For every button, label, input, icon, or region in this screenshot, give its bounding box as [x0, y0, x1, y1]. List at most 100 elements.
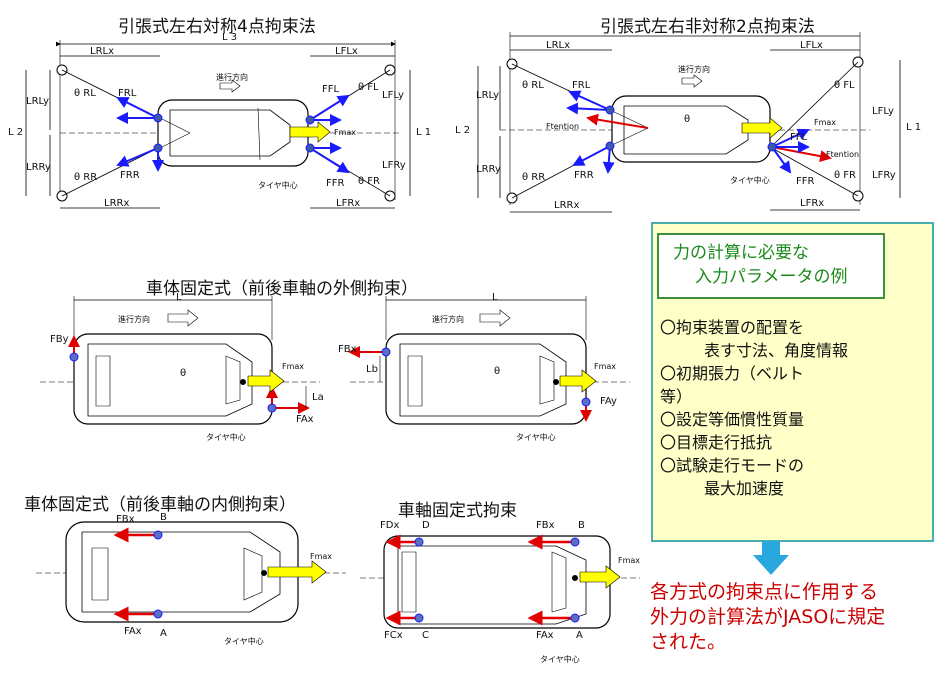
d1-label-frl: FRL [118, 88, 137, 99]
d3-label-tire-left: タイヤ中心 [206, 433, 246, 442]
d2-label-lrlx: LRLx [546, 40, 571, 51]
d5-label-b: B [578, 520, 585, 531]
diagram5-drawing [360, 534, 640, 629]
d5-label-fmax: Fmax [618, 556, 641, 565]
diagram1-drawing [25, 40, 411, 209]
conclusion-line3: された。 [650, 631, 727, 653]
d1-label-lflx: LFLx [335, 46, 358, 57]
d1-label-l2: L 2 [8, 127, 24, 138]
d3-label-fay: FAy [600, 396, 617, 407]
parameter-item: 最大加速度 [704, 479, 785, 498]
d2-label-l2: L 2 [455, 125, 471, 136]
d1-label-lrry: LRRy [26, 162, 51, 173]
d4-label-fbx: FBx [116, 514, 135, 525]
d5-label-fax: FAx [536, 630, 554, 641]
diagram2-drawing [477, 32, 901, 213]
d1-label-direction: 進行方向 [216, 73, 248, 82]
d2-label-ffr: FFR [796, 176, 815, 187]
d3-label-l-left: L [176, 292, 182, 303]
d2-label-frr: FRR [574, 170, 594, 181]
d4-label-fmax: Fmax [310, 552, 333, 561]
d5-label-a: A [576, 630, 583, 641]
d3-label-l-right: L [492, 292, 498, 303]
d2-label-lrly: LRLy [476, 90, 500, 101]
d2-label-lrrx: LRRx [554, 200, 580, 211]
parameter-item: 表す寸法、角度情報 [704, 341, 849, 360]
d2-label-lfrx: LFRx [800, 198, 825, 209]
info-heading-line1: 力の計算に必要な [673, 243, 809, 263]
d2-label-theta-fr: θ FR [834, 170, 856, 181]
d1-label-theta-rl: θ RL [74, 88, 96, 99]
parameter-item: 〇初期張力（ベルト [660, 364, 805, 383]
diagram1-title: 引張式左右対称4点拘束法 [118, 17, 316, 37]
d1-label-theta-fl: θ FL [358, 82, 379, 93]
parameter-item: 〇試験走行モードの [660, 456, 805, 475]
diagram5-title: 車軸固定式拘束 [398, 501, 517, 521]
d1-label-lrly: LRLy [26, 96, 50, 107]
info-heading-line2: 入力パラメータの例 [695, 267, 848, 287]
parameter-info-heading: 力の計算に必要な 入力パラメータの例 [657, 233, 885, 299]
d2-label-fmax: Fmax [814, 118, 837, 127]
d2-label-theta-fl: θ FL [834, 80, 855, 91]
diagram3-right-drawing [348, 296, 630, 425]
d2-label-lflx: LFLx [800, 40, 823, 51]
d1-label-theta-fr: θ FR [358, 176, 380, 187]
d3-label-direction-left: 進行方向 [118, 315, 150, 324]
d2-label-lfry: LFRy [872, 170, 896, 181]
d3-label-fby: FBy [50, 334, 69, 345]
d5-label-d: D [422, 520, 430, 531]
d2-label-theta-rr: θ RR [522, 172, 546, 183]
parameter-item: 等） [660, 387, 693, 406]
diagram4-drawing [36, 521, 346, 623]
d5-label-fdx: FDx [380, 520, 400, 531]
d5-label-c: C [422, 630, 429, 641]
d4-label-b: B [160, 512, 167, 523]
parameter-list: 〇拘束装置の配置を 表す寸法、角度情報 〇初期張力（ベルト 等） 〇設定等価慣性… [660, 316, 930, 500]
d4-label-tire-center: タイヤ中心 [224, 637, 264, 646]
d1-label-lrlx: LRLx [90, 46, 115, 57]
d3-label-direction-right: 進行方向 [432, 315, 464, 324]
d1-label-tire-center: タイヤ中心 [258, 181, 298, 190]
d2-label-l1: L 1 [906, 122, 922, 133]
conclusion-line2: 外力の計算法がJASOに規定 [650, 606, 886, 628]
d4-label-fax: FAx [124, 626, 142, 637]
d1-label-lfrx: LFRx [336, 198, 361, 209]
d1-label-frr: FRR [120, 170, 140, 181]
d3-label-la: La [312, 392, 324, 403]
d2-label-theta: θ [684, 114, 691, 125]
diagram3-title: 車体固定式（前後車軸の外側拘束） [146, 279, 418, 299]
diagram2-title: 引張式左右非対称2点拘束法 [600, 17, 815, 37]
diagram4-title: 車体固定式（前後車軸の内側拘束） [24, 495, 296, 515]
d1-label-lrrx: LRRx [104, 198, 130, 209]
d3-label-theta-left: θ [180, 368, 187, 379]
d1-label-ffr: FFR [326, 178, 345, 189]
d2-label-lrry: LRRy [476, 164, 501, 175]
d3-label-fmax-left: Fmax [282, 362, 305, 371]
d2-label-ftension-rear: Ftention [546, 122, 580, 131]
d2-label-theta-rl: θ RL [522, 80, 544, 91]
down-arrow-icon [753, 541, 789, 575]
d1-label-theta-rr: θ RR [74, 172, 98, 183]
d5-label-fbx: FBx [536, 520, 555, 531]
d3-label-tire-right: タイヤ中心 [516, 433, 556, 442]
diagram3-left-drawing [40, 296, 320, 425]
parameter-item: 〇拘束装置の配置を [660, 318, 805, 337]
conclusion-line1: 各方式の拘束点に作用する [650, 581, 879, 603]
d2-label-ffl: FFL [790, 132, 808, 143]
d2-label-ftension-front: Ftention [826, 150, 860, 159]
d1-label-fmax: Fmax [334, 128, 357, 137]
d3-label-theta-right: θ [494, 366, 501, 377]
d2-label-direction: 進行方向 [678, 65, 710, 74]
d3-label-lb: Lb [366, 364, 378, 375]
d3-label-fbx: FBx [338, 344, 357, 355]
d1-label-lfry: LFRy [382, 160, 406, 171]
d1-label-l1: L 1 [416, 127, 432, 138]
d3-label-fax: FAx [296, 414, 314, 425]
d5-label-tire-center: タイヤ中心 [540, 655, 580, 664]
d4-label-a: A [160, 628, 167, 639]
conclusion-text: 各方式の拘束点に作用する 外力の計算法がJASOに規定 された。 [650, 580, 950, 655]
d3-label-fmax-right: Fmax [594, 362, 617, 371]
parameter-item: 〇設定等価慣性質量 [660, 410, 805, 429]
d1-label-ffl: FFL [322, 84, 340, 95]
d1-label-lfly: LFLy [382, 90, 404, 101]
